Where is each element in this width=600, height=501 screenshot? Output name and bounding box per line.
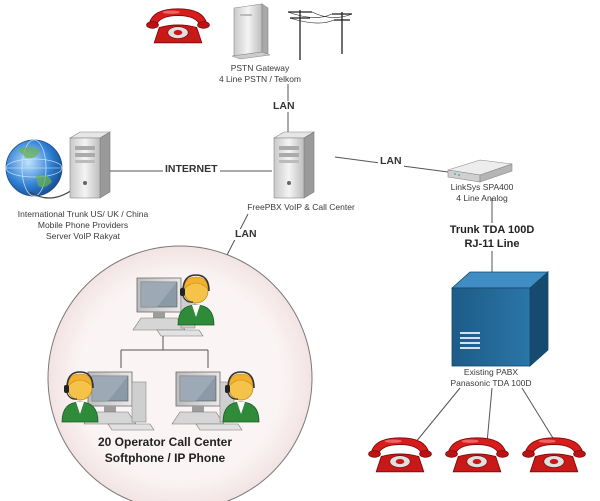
freepbx-server-icon — [273, 131, 315, 199]
pabx-title: Existing PABX — [463, 367, 519, 377]
lan-label-linksys: LAN — [378, 155, 404, 167]
modem-icon — [447, 159, 513, 183]
freepbx-label: FreePBX VoIP & Call Center — [247, 202, 355, 212]
link-pabx-phone1 — [414, 387, 461, 444]
lan-label-callcenter: LAN — [233, 228, 259, 240]
pstn-gateway-label: PSTN Gateway 4 Line PSTN / Telkom — [200, 63, 320, 85]
telephone-icon — [445, 437, 509, 473]
call-center-subtitle: Softphone / IP Phone — [104, 451, 226, 465]
linksys-title: LinkSys SPA400 — [450, 182, 514, 192]
telephone-icon — [522, 437, 586, 473]
internet-trunk-line3: Server VoIP Rakyat — [45, 231, 121, 241]
link-pabx-phone2 — [486, 387, 493, 444]
trunk-label: Trunk TDA 100D RJ-11 Line — [437, 223, 547, 251]
router-icon — [231, 3, 271, 60]
pabx-label: Existing PABX Panasonic TDA 100D — [436, 367, 546, 389]
pabx-icon — [450, 271, 550, 367]
internet-trunk-line2: Mobile Phone Providers — [37, 220, 129, 230]
link-pabx-phone3 — [521, 387, 557, 444]
utility-pole-icon — [287, 10, 353, 60]
callcenter-lines — [120, 330, 209, 368]
globe-icon — [5, 139, 73, 199]
trunk-line1: Trunk TDA 100D — [449, 224, 535, 236]
pstn-gateway-title: PSTN Gateway — [230, 63, 290, 73]
internet-trunk-line1: International Trunk US/ UK / China — [17, 209, 149, 219]
linksys-label: LinkSys SPA400 4 Line Analog — [432, 182, 532, 204]
lan-label-gateway: LAN — [271, 100, 297, 112]
pabx-subtitle: Panasonic TDA 100D — [450, 378, 532, 388]
call-center-label: 20 Operator Call Center Softphone / IP P… — [70, 434, 260, 466]
internet-label: INTERNET — [163, 163, 220, 175]
linksys-subtitle: 4 Line Analog — [456, 193, 508, 203]
trunk-line2: RJ-11 Line — [464, 238, 520, 250]
call-center-title: 20 Operator Call Center — [97, 435, 233, 449]
telephone-icon — [368, 437, 432, 473]
internet-trunk-label: International Trunk US/ UK / China Mobil… — [8, 209, 158, 242]
pstn-gateway-subtitle: 4 Line PSTN / Telkom — [218, 74, 302, 84]
telephone-icon — [146, 8, 210, 44]
server-icon — [69, 131, 111, 199]
